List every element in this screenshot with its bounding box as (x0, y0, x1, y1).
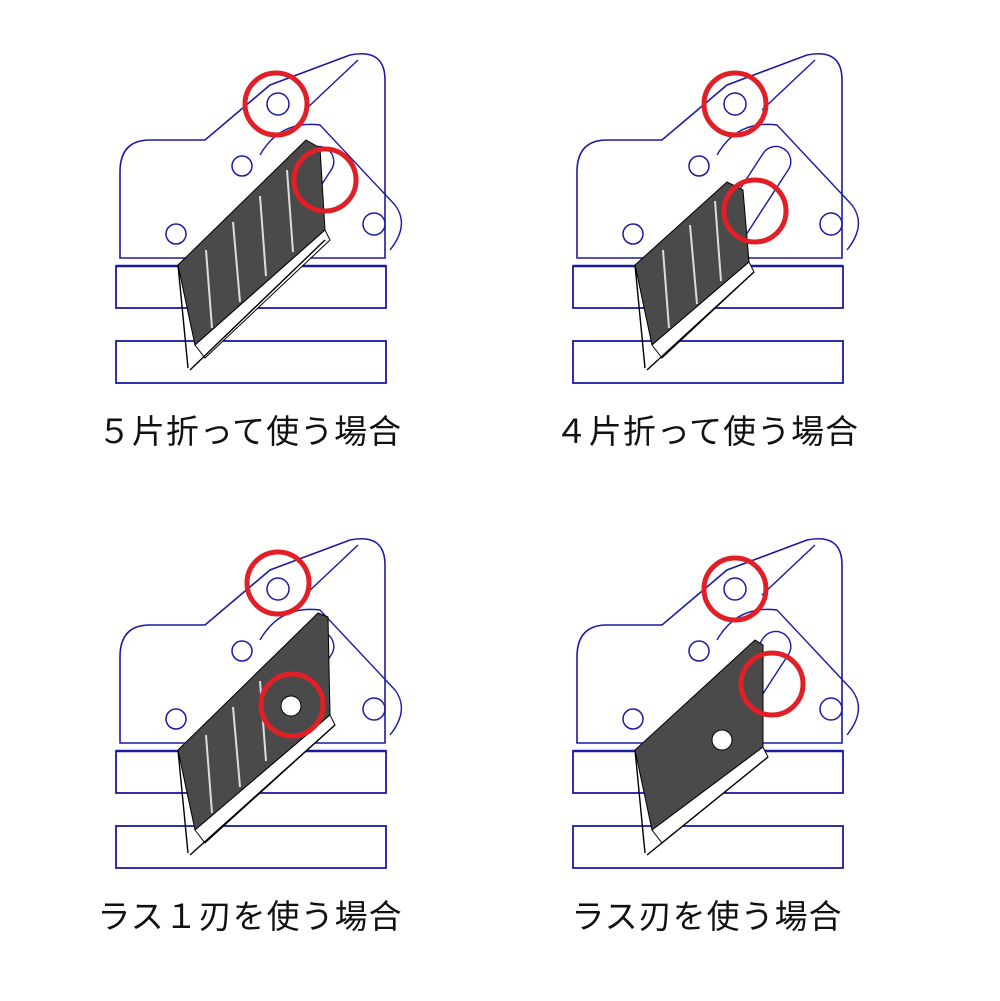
blade-breaker-diagram (572, 53, 860, 384)
blade-cutting-edge (189, 724, 336, 856)
score-line (232, 706, 241, 788)
blade-back-edge (634, 749, 646, 854)
tool-edge-line (304, 59, 359, 111)
highlight-circle (701, 70, 769, 138)
blade-cutting-edge (646, 271, 755, 371)
left-screw-hole (622, 223, 644, 245)
blade-breaker-diagram (115, 53, 403, 384)
tool-body-outline (576, 53, 843, 259)
left-screw-hole (622, 708, 644, 730)
score-line (662, 249, 670, 329)
tool-edge-line (304, 544, 359, 596)
blade (634, 639, 764, 831)
pivot-hole (266, 92, 290, 116)
blade-cutting-edge (189, 239, 326, 371)
tool-edge-line (761, 59, 816, 111)
panel-five-segments: ５片折って使う場合 (0, 0, 500, 500)
score-line (689, 224, 698, 305)
pivot-hole (266, 577, 290, 601)
panel-last-segment: ラス刃を使う場合 (457, 485, 957, 985)
highlight-circle (258, 671, 326, 739)
left-screw-hole (165, 708, 187, 730)
score-line (205, 734, 213, 814)
blade-rivet-hole (711, 729, 733, 751)
highlight-circle (291, 146, 359, 214)
panel-four-segments: ４片折って使う場合 (457, 0, 957, 500)
blade (177, 612, 331, 831)
blade-rivet-hole (280, 695, 302, 717)
lower-base-bar (572, 340, 844, 384)
panel-caption: ５片折って使う場合 (97, 412, 403, 451)
highlight-circle (244, 549, 312, 617)
tool-body-outline (119, 53, 386, 259)
lower-base-bar (115, 340, 387, 384)
blade-breaker-diagram (572, 538, 860, 869)
blade-cutting-edge (646, 756, 769, 856)
tool-body-outline (576, 538, 843, 744)
upper-screw-hole (688, 155, 710, 177)
lower-base-bar (572, 825, 844, 869)
blade-back-edge (177, 749, 189, 854)
right-screw-hole (362, 697, 386, 721)
right-screw-hole (362, 212, 386, 236)
right-screw-hole (819, 212, 843, 236)
highlight-circle (242, 70, 310, 138)
blade-breaker-diagram (115, 538, 403, 869)
upper-screw-hole (231, 640, 253, 662)
panel-last-one-segment: ラス１刃を使う場合 (0, 485, 500, 985)
pivot-hole (723, 577, 747, 601)
blade-back-edge (634, 264, 646, 369)
score-line (259, 195, 267, 277)
blade-back-edge (177, 264, 189, 369)
tool-edge-line (761, 544, 816, 596)
blade (634, 181, 750, 346)
highlight-circle (701, 555, 769, 623)
lower-base-bar (115, 825, 387, 869)
score-line (714, 200, 722, 282)
tool-body-outline (119, 538, 386, 744)
panel-caption: ラス刃を使う場合 (571, 897, 843, 936)
upper-screw-hole (231, 155, 253, 177)
highlight-circle (721, 177, 789, 245)
highlight-circle (738, 650, 806, 718)
left-screw-hole (165, 223, 187, 245)
tool-arm-outline (716, 608, 860, 736)
blade-edge (194, 229, 331, 359)
panel-caption: ４片折って使う場合 (554, 412, 860, 451)
pivot-hole (723, 92, 747, 116)
score-line (205, 249, 213, 329)
panel-caption: ラス１刃を使う場合 (97, 897, 403, 936)
right-screw-hole (819, 697, 843, 721)
tool-arm-outline (259, 608, 403, 736)
score-line (232, 221, 241, 303)
tool-arm-outline (259, 123, 403, 251)
tool-arm-outline (716, 123, 860, 251)
score-line (286, 169, 294, 253)
upper-screw-hole (688, 640, 710, 662)
